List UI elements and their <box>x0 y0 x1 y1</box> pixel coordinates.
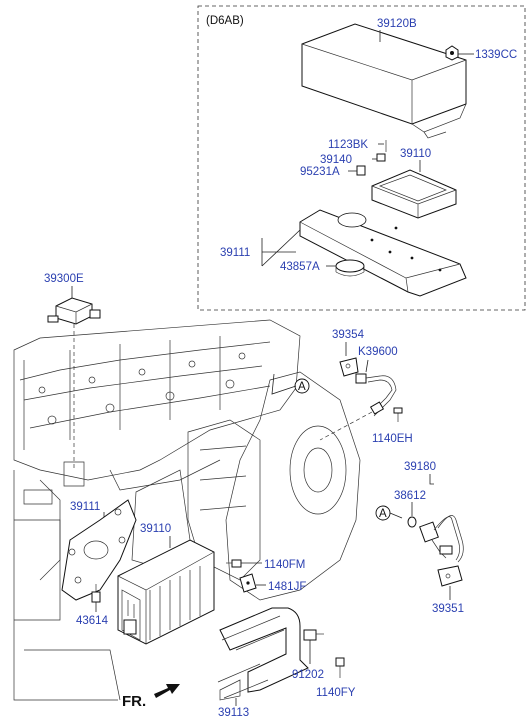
ecu-module-top <box>371 169 457 219</box>
ecu-cover-39120B <box>301 23 467 139</box>
label-39180[interactable]: 39180 <box>404 461 436 473</box>
label-1339CC[interactable]: 1339CC <box>475 49 517 61</box>
bracket-39351 <box>437 565 463 587</box>
label-39110-bottom[interactable]: 39110 <box>140 523 171 535</box>
callout-a-sensor[interactable]: A <box>375 505 391 521</box>
clip-1481JF <box>239 573 257 593</box>
sensor-39300E <box>47 297 101 325</box>
label-1140EH[interactable]: 1140EH <box>372 433 413 445</box>
bracket-39113 <box>217 607 309 701</box>
label-39110-top[interactable]: 39110 <box>400 148 431 160</box>
label-39120B[interactable]: 39120B <box>377 18 417 30</box>
bolt-1140EH <box>393 407 403 414</box>
label-43857A[interactable]: 43857A <box>280 261 320 273</box>
clip-39354 <box>339 357 359 377</box>
label-38612[interactable]: 38612 <box>394 490 426 502</box>
sensor-39180 <box>419 515 464 563</box>
clip-39140 <box>376 153 386 162</box>
label-39111-top[interactable]: 39111 <box>220 247 250 259</box>
label-43614[interactable]: 43614 <box>76 615 109 627</box>
label-95231A[interactable]: 95231A <box>300 166 340 178</box>
label-1123BK[interactable]: 1123BK <box>328 139 368 151</box>
label-39351[interactable]: 39351 <box>432 603 464 615</box>
front-arrow-icon <box>154 684 180 698</box>
oring-38612 <box>407 516 417 528</box>
label-39354[interactable]: 39354 <box>332 329 365 341</box>
harness-K39600 <box>355 373 397 417</box>
variant-inset-box <box>197 5 526 311</box>
label-91202[interactable]: 91202 <box>292 669 324 681</box>
bracket-39111-top <box>299 209 467 297</box>
bracket-39111-bottom <box>61 499 137 601</box>
label-39111-bottom[interactable]: 39111 <box>70 501 100 513</box>
nut-1339CC <box>445 45 459 61</box>
connector-91202 <box>303 629 324 641</box>
bolt-1140FM <box>226 559 242 568</box>
front-indicator-label: FR. <box>122 693 146 710</box>
label-39300E[interactable]: 39300E <box>44 273 84 285</box>
callout-a-engine[interactable]: A <box>294 378 310 394</box>
callout-a-engine-text: A <box>298 381 306 393</box>
label-1481JF[interactable]: 1481JF <box>268 581 306 593</box>
label-39140[interactable]: 39140 <box>320 154 352 166</box>
label-K39600[interactable]: K39600 <box>358 346 398 358</box>
bolt-1140FY <box>335 657 345 678</box>
grommet-95231A <box>356 165 366 176</box>
label-1140FM[interactable]: 1140FM <box>264 559 305 571</box>
ecu-module-bottom <box>117 539 215 645</box>
variant-label: (D6AB) <box>206 15 244 27</box>
ring-43857A <box>335 259 365 277</box>
callout-a-sensor-text: A <box>379 508 387 520</box>
label-1140FY[interactable]: 1140FY <box>316 687 356 699</box>
engine-block <box>13 319 301 701</box>
label-39113[interactable]: 39113 <box>218 707 249 719</box>
